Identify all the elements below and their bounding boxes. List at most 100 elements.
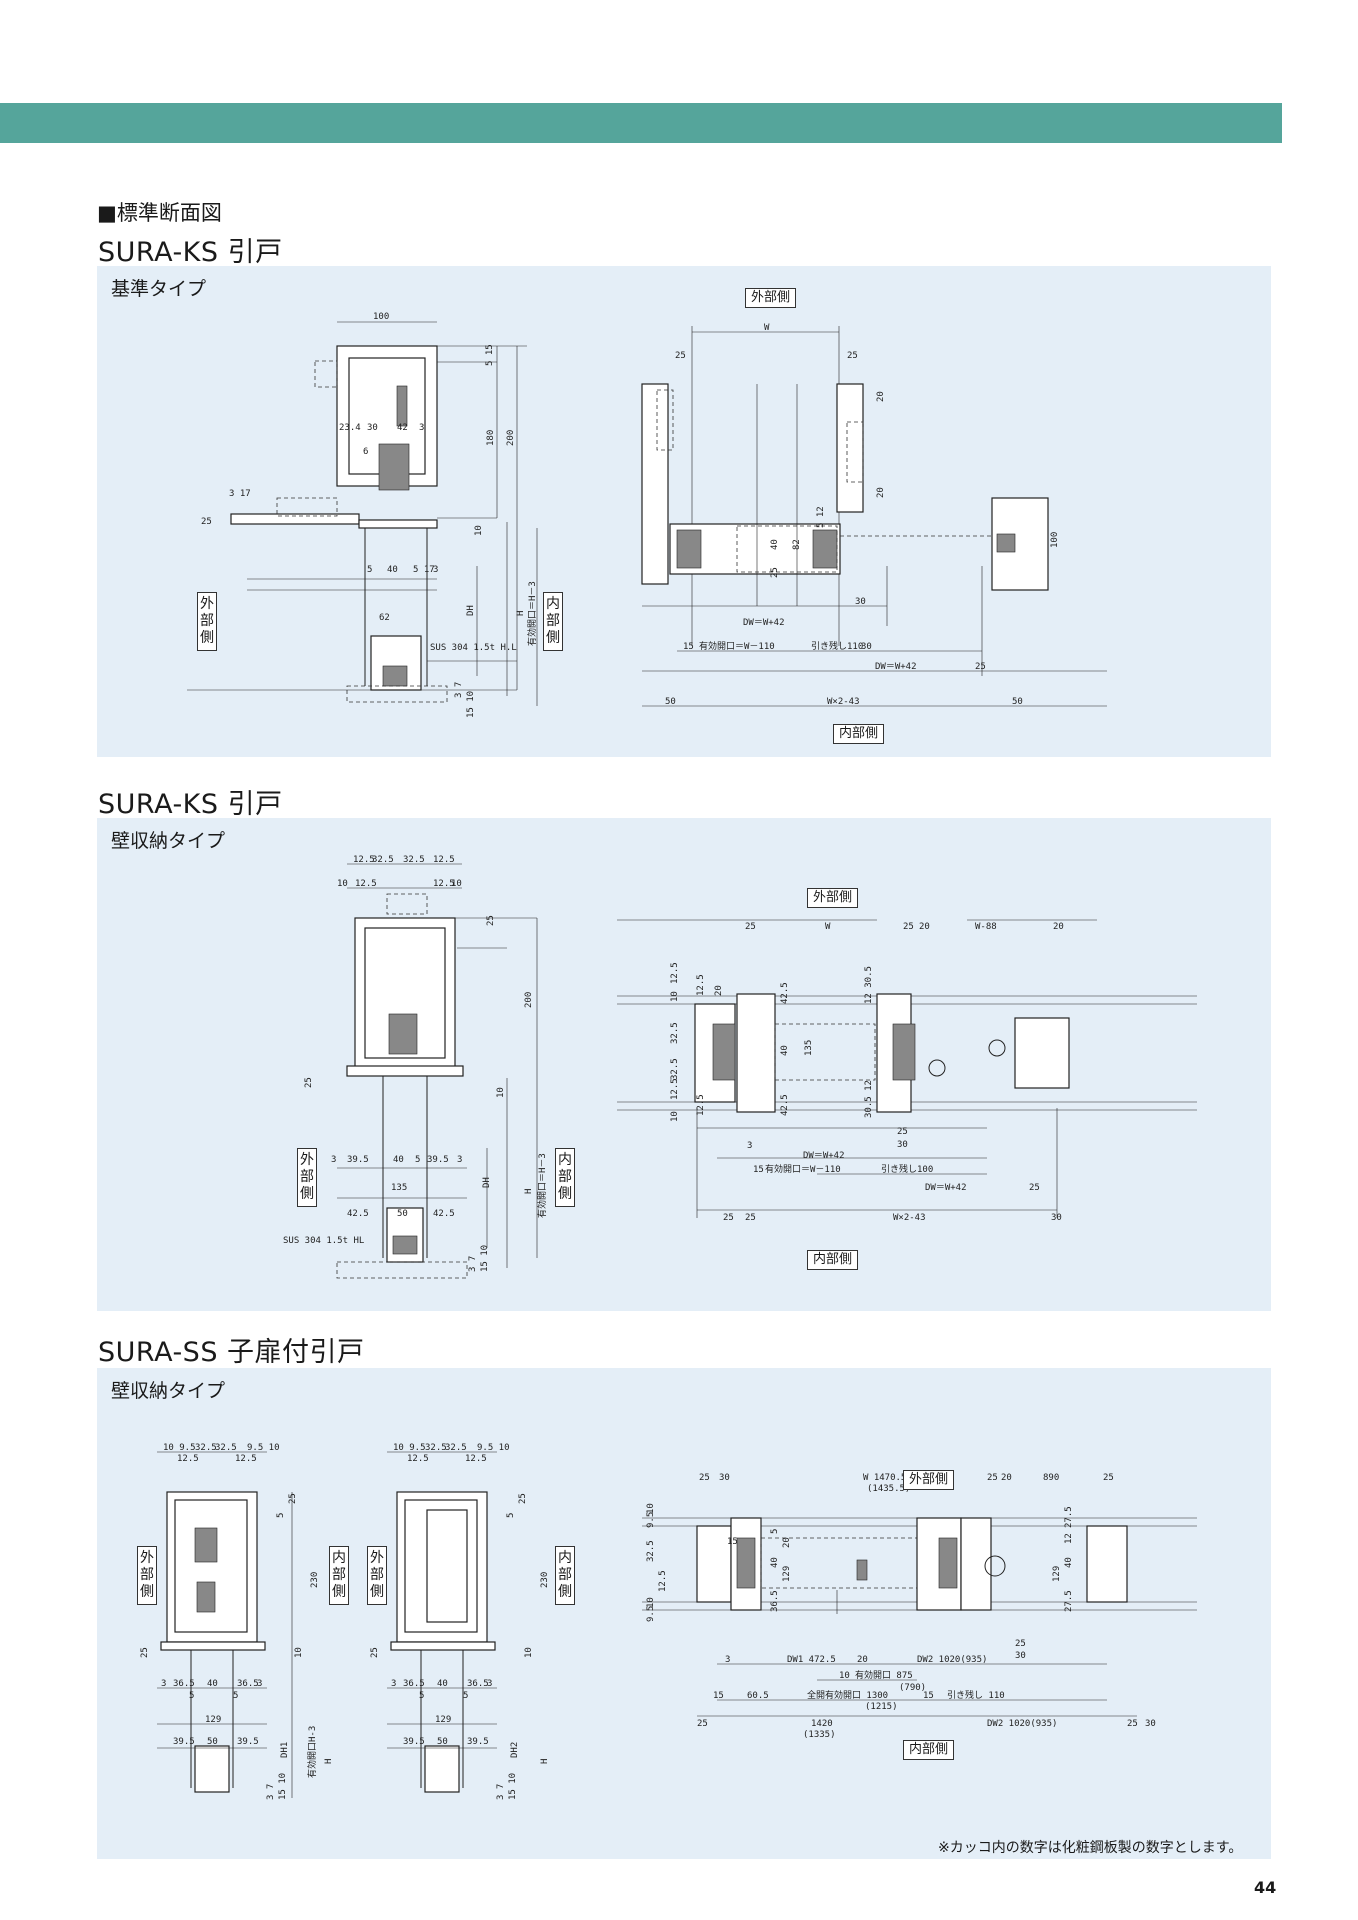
dim-label: 15 10 [508, 1773, 518, 1800]
dim-label: 12.5 [407, 1454, 429, 1464]
dim-label: 引き残し100 [881, 1163, 933, 1175]
dim-label: 25 [987, 1473, 998, 1483]
dim-label: 10 [839, 1671, 850, 1681]
dim-label: 3 [257, 1679, 262, 1689]
dim-label: 10 [451, 879, 462, 889]
dim-label: 30.5 12 [864, 1080, 874, 1118]
dim-label: 25 [518, 1493, 528, 1504]
dim-label: 40 [780, 1045, 790, 1056]
dim-label: 30 [897, 1140, 908, 1150]
dim-label: 27.5 [1064, 1506, 1074, 1528]
dim-label: 9.5 10 [247, 1443, 280, 1453]
outer-side-label: 外部側 [807, 888, 859, 908]
dim-label: 全開有効開口 1300 [807, 1689, 888, 1701]
dim-label: 5 15 [485, 344, 495, 366]
dim-label: 12.5 [433, 879, 455, 889]
dim-label: 5 [463, 1691, 468, 1701]
dim-label: 5 [415, 1155, 420, 1165]
dim-label: 32.5 [425, 1443, 447, 1453]
drawing-ks-wall: 12.5 32.5 32.5 12.5 10 12.5 12.5 10 25 2… [283, 855, 1197, 1279]
dim-label: 25 [745, 1213, 756, 1223]
dim-label: 12.5 [177, 1454, 199, 1464]
dim-label: 25 [304, 1077, 314, 1088]
dim-label: 36.5 [173, 1679, 195, 1689]
dim-label: 3 [391, 1679, 396, 1689]
dim-label: 40 [387, 565, 398, 575]
dim-label: 3 [419, 423, 424, 433]
dim-label: 39.5 [237, 1737, 259, 1747]
dim-label: 5 [770, 1529, 780, 1534]
dim-label: DW＝W+42 [925, 1183, 967, 1193]
section-title-1: SURA-KS 引戸 [98, 237, 283, 268]
dim-label: 5 [506, 1513, 516, 1518]
dim-label: (1215) [865, 1702, 898, 1712]
dim-label: 32.5 [403, 855, 425, 865]
type-label: 壁収納タイプ [111, 1380, 226, 1402]
dim-label: 9.5 [646, 1606, 656, 1622]
dim-label: DW2 1020(935) [917, 1655, 987, 1665]
dim-label: 30 [1051, 1213, 1062, 1223]
material-note: SUS 304 1.5t HL [283, 1236, 364, 1246]
dim-label: 3 [747, 1141, 752, 1151]
dim-label: 25 [897, 1127, 908, 1137]
dim-label: 36.5 [403, 1679, 425, 1689]
dim-label: 15 [727, 1537, 738, 1547]
dim-label: 25 [975, 662, 986, 672]
dim-label: 10 [670, 991, 680, 1002]
dim-label: 12 30.5 [864, 966, 874, 1004]
panel-ss-wall: 壁収納タイプ 10 9.5 32.5 32.5 9.5 10 12.5 12.5… [97, 1368, 1271, 1859]
dim-label: 5 [367, 565, 372, 575]
dim-label: 有効開口＝W－110 [765, 1163, 841, 1175]
dim-label: 36.5 [770, 1590, 780, 1612]
dim-label: 23.4 [339, 423, 361, 433]
side-outer-label: 外部側 [297, 1148, 317, 1207]
dim-label: 25 [847, 351, 858, 361]
dim-label: 3 7 [266, 1784, 276, 1800]
dim-label: 62 [379, 613, 390, 623]
dim-label: 3 [457, 1155, 462, 1165]
dim-label: 3 [725, 1655, 730, 1665]
dim-label: 100 [1050, 532, 1060, 548]
dim-label: 引き残し110 [811, 640, 863, 652]
plan-drawing: W 25 25 20 20 5 12 40 82 25 100 30 DW＝W+… [641, 323, 1107, 707]
dim-label: 10 [670, 1111, 680, 1122]
dim-label: 20 [876, 487, 886, 498]
dim-label: 25 [699, 1473, 710, 1483]
dim-label: 有効開口H-3 [306, 1726, 318, 1778]
dim-label: 10 9.5 [393, 1443, 426, 1453]
dim-label: 3 [487, 1679, 492, 1689]
section-heading: ■標準断面図 [97, 201, 222, 225]
dim-label: H [540, 1759, 550, 1764]
page-number: 44 [1254, 1878, 1277, 1897]
dim-label: 30 [1015, 1651, 1026, 1661]
dim-label: 39.5 [347, 1155, 369, 1165]
dim-label: DH [466, 605, 476, 616]
dim-label: 25 [201, 517, 212, 527]
dim-label: 9.5 10 [477, 1443, 510, 1453]
dim-label: 25 [723, 1213, 734, 1223]
dim-label: 5 [189, 1691, 194, 1701]
dim-label: 129 [435, 1715, 451, 1725]
material-note: SUS 304 1.5t H.L [430, 643, 517, 653]
dim-label: 3 [331, 1155, 336, 1165]
dim-label: 5 12 [816, 506, 826, 528]
dim-label: 36.5 [467, 1679, 489, 1689]
dim-label: 10 [524, 1647, 534, 1658]
dim-label: 30 [855, 597, 866, 607]
dim-label: 42 [397, 423, 408, 433]
side-outer-label: 外部側 [197, 592, 217, 651]
dim-label: 32.5 [670, 1058, 680, 1080]
dim-label: W [764, 323, 770, 333]
dim-label: 25 [770, 567, 780, 578]
drawing-ss-wall: 10 9.5 32.5 32.5 9.5 10 12.5 12.5 5 25 2… [140, 1443, 1197, 1800]
dim-label: 129 [782, 1566, 792, 1582]
dim-label: 50 [1012, 697, 1023, 707]
dim-label: 42.5 [433, 1209, 455, 1219]
dim-label: DW＝W+42 [803, 1151, 845, 1161]
dim-label: 20 [714, 985, 724, 996]
outer-side-label: 外部側 [903, 1470, 955, 1490]
dim-label: H [516, 611, 526, 616]
dim-label: 20 [857, 1655, 868, 1665]
dim-label: 42.5 [780, 982, 790, 1004]
dim-label: DH [482, 1177, 492, 1188]
